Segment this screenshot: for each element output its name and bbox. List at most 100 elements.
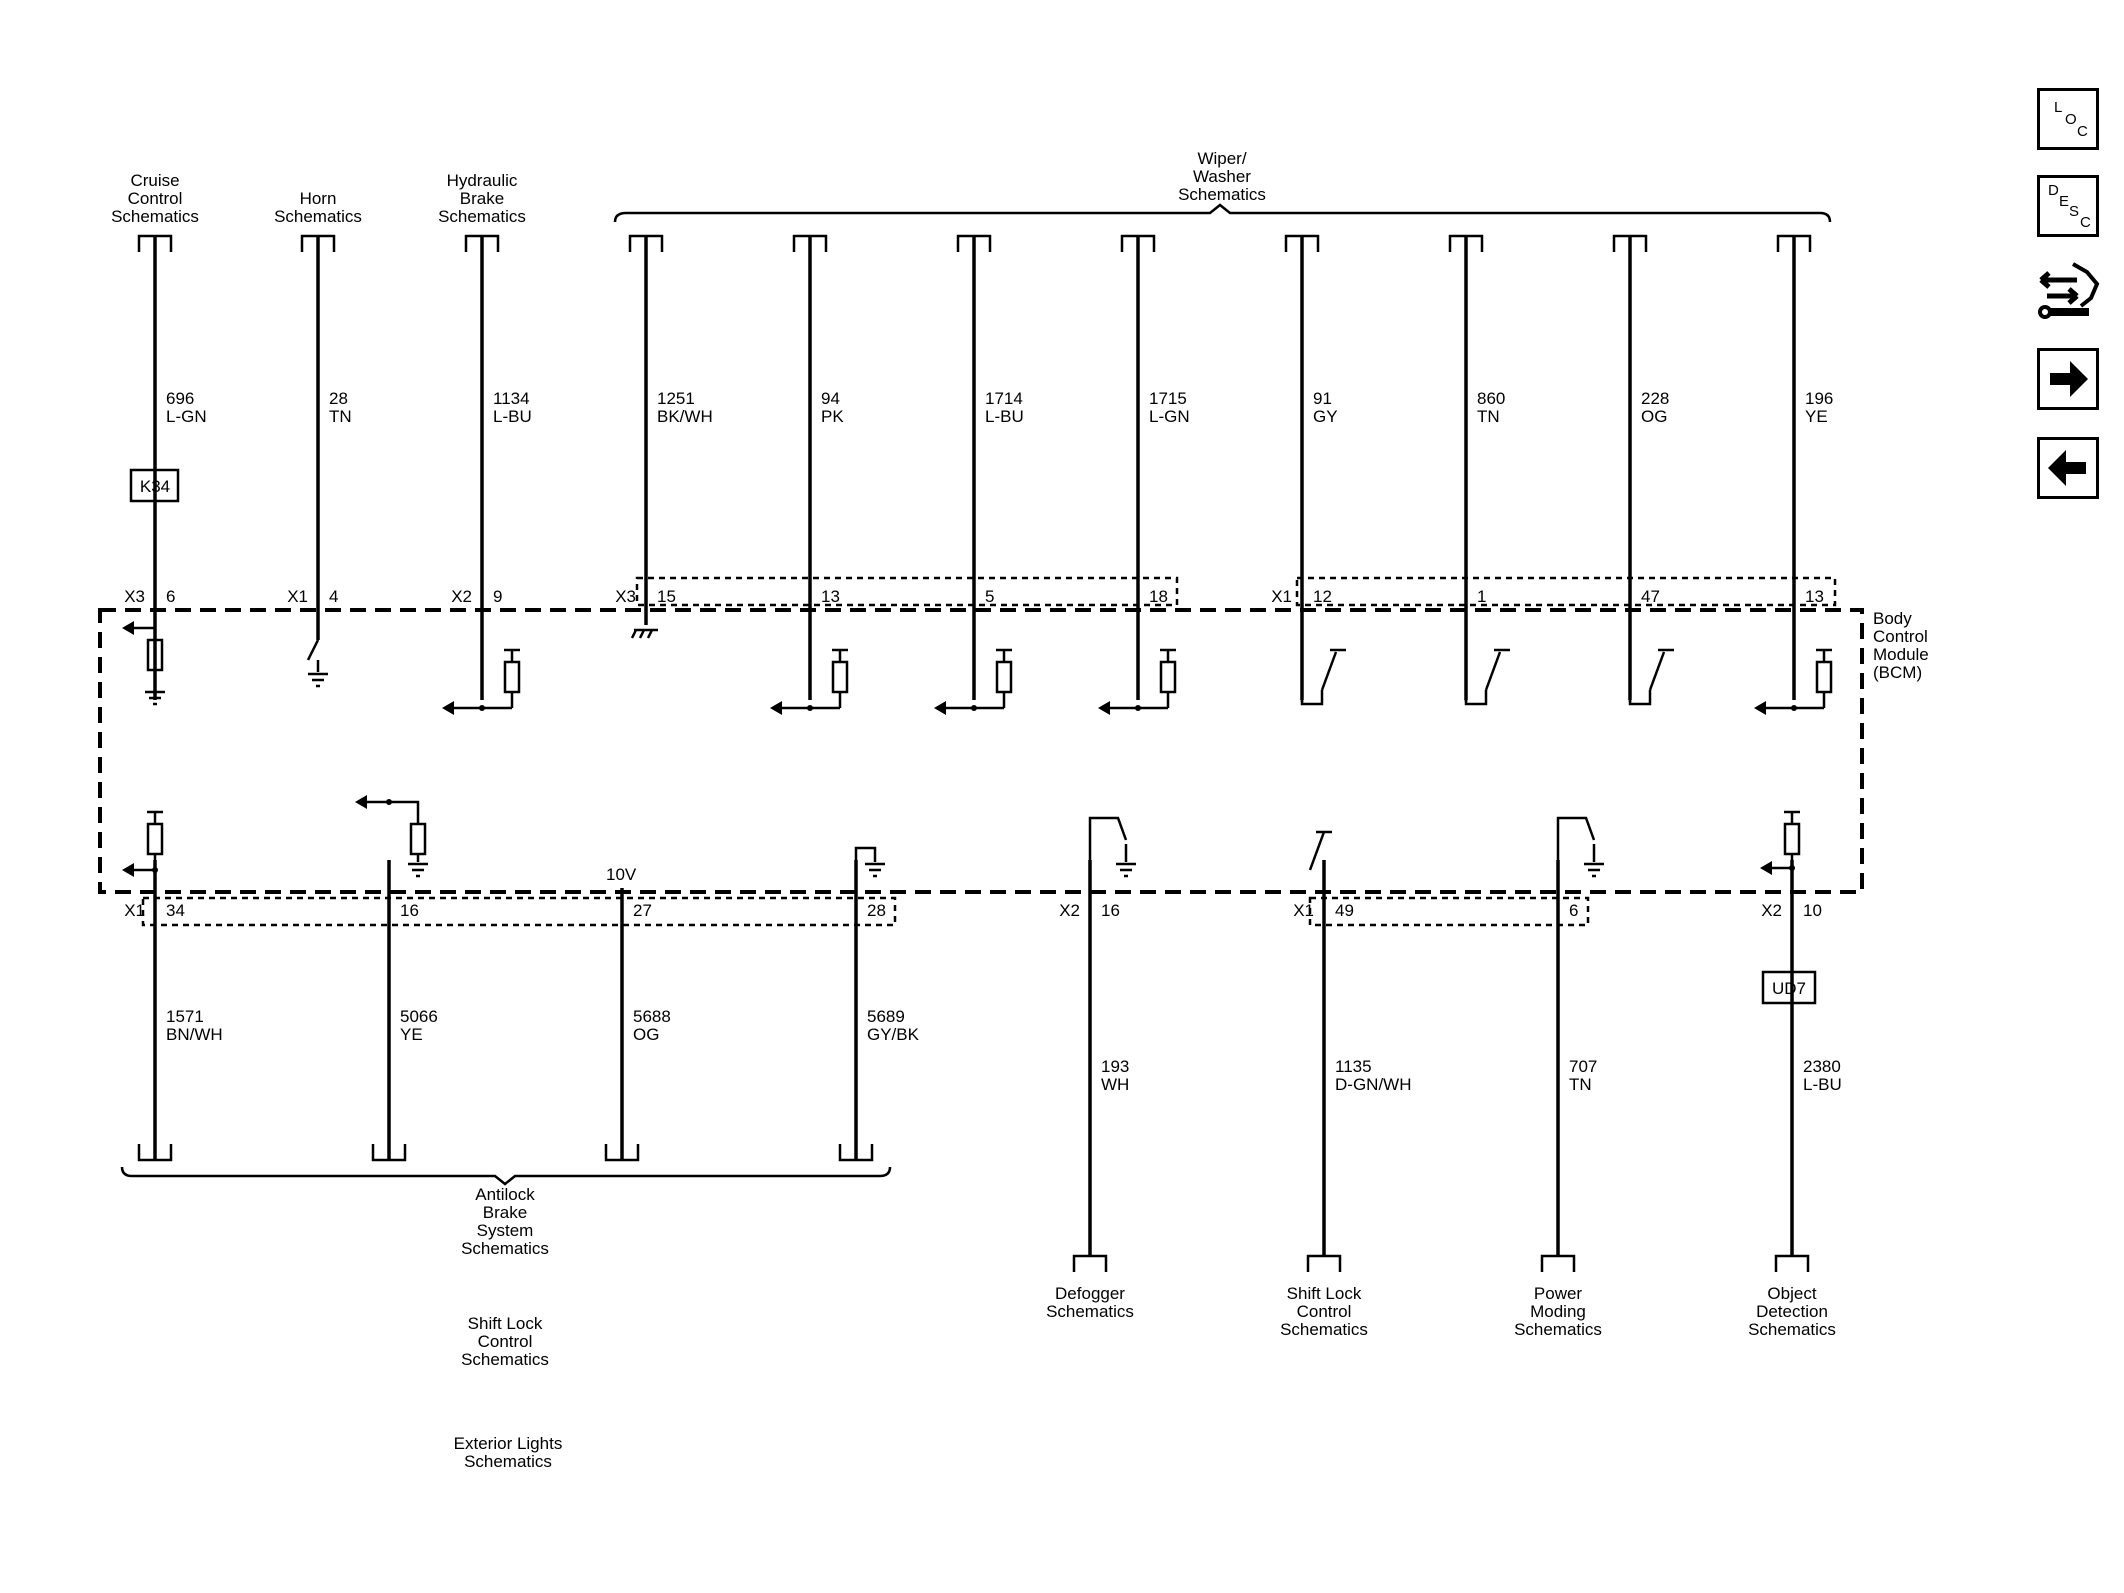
- junction-dot: [971, 705, 977, 711]
- top-pin-number: 1: [1477, 587, 1486, 606]
- bottom-circuit-color: WH: [1101, 1075, 1129, 1094]
- junction-dot: [1135, 705, 1141, 711]
- location-button[interactable]: L O C: [2037, 88, 2099, 150]
- chassis-ground-symbol: [630, 628, 658, 639]
- bottom-pin-number: 34: [166, 901, 185, 920]
- top-circuit-number: 1714: [985, 389, 1023, 408]
- bottom-connector-id: X1: [124, 901, 145, 920]
- shift-lock-note-2: Control: [478, 1332, 533, 1351]
- hydraulic-brake-label-2: Brake: [460, 189, 504, 208]
- top-wires: [153, 236, 1796, 700]
- switch-input: [1464, 690, 1488, 706]
- top-circuit-color: L-GN: [1149, 407, 1190, 426]
- switch-input: [1088, 816, 1128, 860]
- bottom-wires: [153, 860, 1794, 1256]
- arrow-right-icon: [2050, 361, 2088, 397]
- junction-dot: [152, 867, 158, 873]
- bottom-connector-id: X1: [1293, 901, 1314, 920]
- wiper-washer-label-1: Wiper/: [1197, 149, 1246, 168]
- bottom-pin-number: 28: [867, 901, 886, 920]
- bottom-circuit-number: 5066: [400, 1007, 438, 1026]
- previous-page-button[interactable]: [2037, 437, 2099, 499]
- bottom-pin-number: 49: [1335, 901, 1354, 920]
- switch-contact: [1648, 651, 1666, 691]
- object-detection-label-1: Object: [1767, 1284, 1816, 1303]
- hydraulic-brake-label-1: Hydraulic: [447, 171, 518, 190]
- bottom-circuit-color: TN: [1569, 1075, 1592, 1094]
- top-circuit-number: 91: [1313, 389, 1332, 408]
- bottom-circuit-color: YE: [400, 1025, 423, 1044]
- bottom-circuit-color: BN/WH: [166, 1025, 223, 1044]
- shift-lock-label-2: Control: [1297, 1302, 1352, 1321]
- bcm-label-2: Control: [1873, 627, 1928, 646]
- pull-up-resistor: [1815, 660, 1833, 694]
- switch-contact: [1308, 831, 1326, 871]
- power-moding-label-3: Schematics: [1514, 1320, 1602, 1339]
- top-circuit-color: GY: [1313, 407, 1338, 426]
- bottom-pin-number: 27: [633, 901, 652, 920]
- voltage-label: 10V: [606, 865, 637, 884]
- shift-lock-label-1: Shift Lock: [1287, 1284, 1362, 1303]
- cruise-control-label-1: Cruise: [130, 171, 179, 190]
- top-circuit-color: L-GN: [166, 407, 207, 426]
- pull-up-resistor: [1783, 822, 1801, 856]
- bottom-terminal-connector: [1540, 1254, 1576, 1272]
- ud7-inline-label: UD7: [1772, 979, 1806, 998]
- bottom-circuit-labels: 1571BN/WH5066YE5688OG5689GY/BK193WH1135D…: [166, 1007, 1842, 1094]
- input-arrow: [934, 701, 946, 715]
- top-pin-number: 13: [1805, 587, 1824, 606]
- top-circuit-color: L-BU: [985, 407, 1024, 426]
- bcm-label-1: Body: [1873, 609, 1912, 628]
- location-letter-o: O: [2065, 111, 2077, 128]
- input-arrow: [1098, 701, 1110, 715]
- wiper-washer-label-2: Washer: [1193, 167, 1251, 186]
- description-letter-e: E: [2059, 193, 2070, 210]
- top-circuit-color: TN: [1477, 407, 1500, 426]
- next-page-button[interactable]: [2037, 348, 2099, 410]
- cruise-control-label-2: Control: [128, 189, 183, 208]
- description-letter-s: S: [2069, 203, 2080, 220]
- k34-inline-box: [129, 468, 180, 503]
- bottom-pin-number: 6: [1569, 901, 1578, 920]
- junction-dot: [479, 705, 485, 711]
- pull-up-resistor: [1159, 660, 1177, 694]
- top-circuit-number: 1134: [493, 389, 530, 408]
- top-circuit-number: 196: [1805, 389, 1833, 408]
- junction-dot: [386, 799, 392, 805]
- top-pin-number: 4: [329, 587, 338, 606]
- bottom-connector-id: X2: [1761, 901, 1782, 920]
- top-circuit-color: OG: [1641, 407, 1667, 426]
- top-circuit-number: 1251: [657, 389, 695, 408]
- top-circuit-number: 860: [1477, 389, 1505, 408]
- connector-wrench-icon[interactable]: [2037, 258, 2101, 324]
- top-pin-number: 9: [493, 587, 502, 606]
- junction-dot: [1791, 705, 1797, 711]
- top-connector-id: X3: [124, 587, 145, 606]
- top-pin-number: 5: [985, 587, 994, 606]
- top-connector-id: X2: [451, 587, 472, 606]
- switch-contact: [1484, 651, 1502, 691]
- ud7-inline-box: [1761, 970, 1817, 1005]
- antilock-brake-brace: [120, 1166, 892, 1186]
- top-circuit-number: 696: [166, 389, 194, 408]
- bottom-terminal-connector: [1072, 1254, 1108, 1272]
- top-circuit-color: TN: [329, 407, 352, 426]
- top-circuit-color: L-BU: [493, 407, 532, 426]
- input-arrow: [122, 863, 134, 877]
- switch-input: [1300, 690, 1324, 706]
- location-letter-c: C: [2077, 123, 2088, 140]
- input-arrow: [1760, 861, 1772, 875]
- bottom-circuit-number: 1571: [166, 1007, 204, 1026]
- input-arrow: [122, 621, 134, 635]
- bottom-pin-number: 10: [1803, 901, 1822, 920]
- top-connector-id: X1: [1271, 587, 1292, 606]
- output-arrow: [355, 795, 367, 809]
- x1-shift-connector-dotted-box: [1308, 896, 1590, 927]
- bottom-circuit-color: GY/BK: [867, 1025, 920, 1044]
- defogger-label-1: Defogger: [1055, 1284, 1125, 1303]
- top-circuit-number: 28: [329, 389, 348, 408]
- description-button[interactable]: D E S C: [2037, 175, 2099, 237]
- location-letter-l: L: [2054, 99, 2063, 116]
- wiper-washer-brace: [613, 203, 1832, 223]
